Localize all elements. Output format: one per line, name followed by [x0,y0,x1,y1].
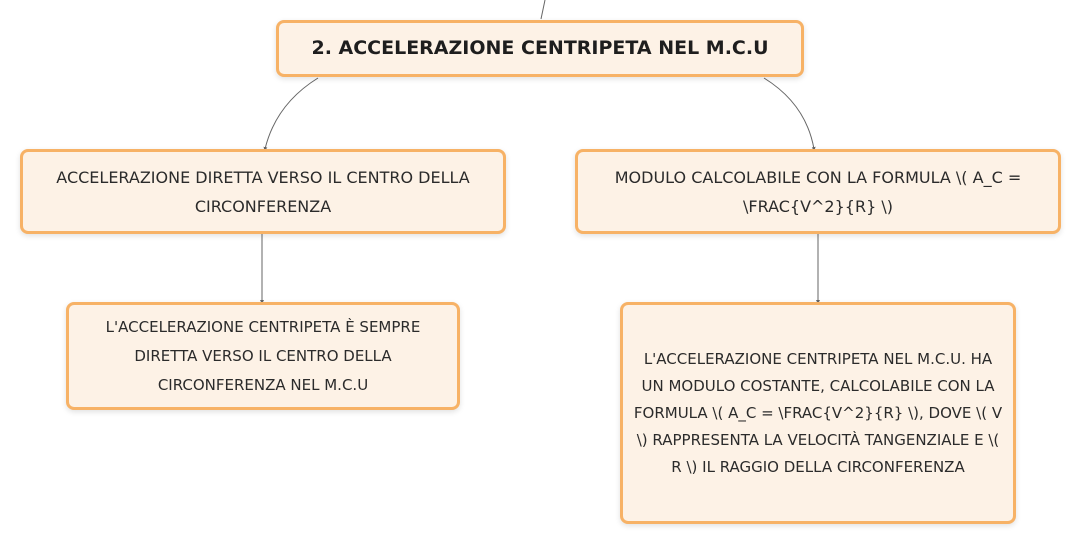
subtopic-node-modulus[interactable]: MODULO CALCOLABILE CON LA FORMULA \( A_C… [575,149,1061,234]
subtopic-label-modulus: MODULO CALCOLABILE CON LA FORMULA \( A_C… [614,167,1022,216]
detail-label-direction: L'ACCELERAZIONE CENTRIPETA È SEMPRE DIRE… [105,317,421,394]
connector-root-to-left [263,77,319,151]
connector-root-to-right [763,77,816,151]
detail-node-direction[interactable]: L'ACCELERAZIONE CENTRIPETA È SEMPRE DIRE… [66,302,460,410]
parent-connector [540,0,546,20]
detail-node-modulus[interactable]: L'ACCELERAZIONE CENTRIPETA NEL M.C.U. HA… [620,302,1016,524]
subtopic-node-direction[interactable]: ACCELERAZIONE DIRETTA VERSO IL CENTRO DE… [20,149,506,234]
root-topic-label: 2. ACCELERAZIONE CENTRIPETA NEL M.C.U [311,37,769,59]
detail-label-modulus: L'ACCELERAZIONE CENTRIPETA NEL M.C.U. HA… [633,349,1003,476]
root-topic-node[interactable]: 2. ACCELERAZIONE CENTRIPETA NEL M.C.U [276,20,804,77]
subtopic-label-direction: ACCELERAZIONE DIRETTA VERSO IL CENTRO DE… [56,167,470,216]
